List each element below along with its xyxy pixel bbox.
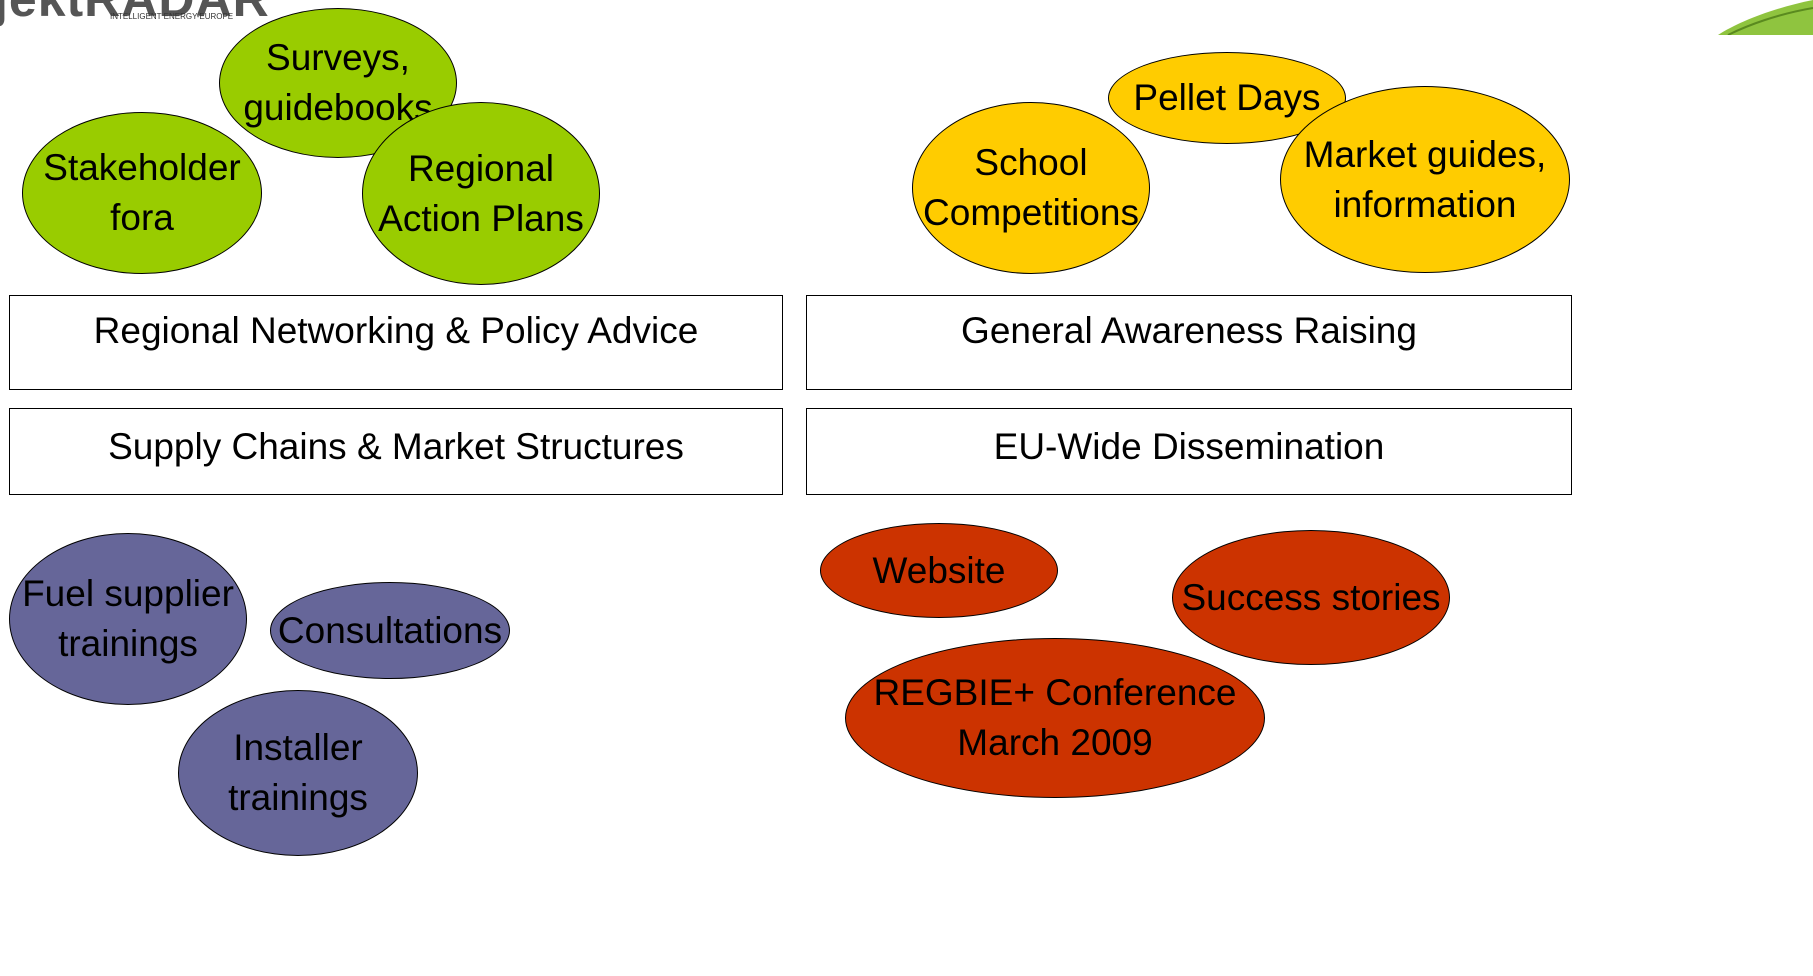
regbie-conference-oval: REGBIE+ Conference March 2009 (845, 638, 1265, 798)
leaf-logo-icon (1718, 0, 1813, 35)
installer-trainings-oval: Installer trainings (178, 690, 418, 856)
success-stories-oval: Success stories (1172, 530, 1450, 665)
supply-chains-label: Supply Chains & Market Structures (108, 426, 684, 467)
logo-subtitle: INTELLIGENT ENERGY-EUROPE (110, 12, 234, 21)
regional-action-plans-oval: Regional Action Plans (362, 102, 600, 285)
consultations-oval: Consultations (270, 582, 510, 679)
regional-networking-label: Regional Networking & Policy Advice (93, 310, 699, 351)
fuel-supplier-trainings-oval: Fuel supplier trainings (9, 533, 247, 705)
website-oval: Website (820, 523, 1058, 618)
eu-dissemination-box: EU-Wide Dissemination (806, 408, 1572, 495)
market-guides-oval: Market guides, information (1280, 86, 1570, 273)
surveys-guidebooks-oval: Surveys, guidebooks (219, 8, 457, 158)
school-competitions-oval: School Competitions (912, 102, 1150, 274)
eu-dissemination-label: EU-Wide Dissemination (993, 426, 1385, 467)
projektradar-logo: jektRADAR INTELLIGENT ENERGY-EUROPE (0, 0, 270, 30)
general-awareness-label: General Awareness Raising (961, 310, 1417, 351)
general-awareness-box: General Awareness Raising (806, 295, 1572, 390)
stakeholder-fora-oval: Stakeholder fora (22, 112, 262, 274)
logo-text: jektRADAR (0, 0, 270, 28)
regional-networking-box: Regional Networking & Policy Advice (9, 295, 783, 390)
supply-chains-box: Supply Chains & Market Structures (9, 408, 783, 495)
